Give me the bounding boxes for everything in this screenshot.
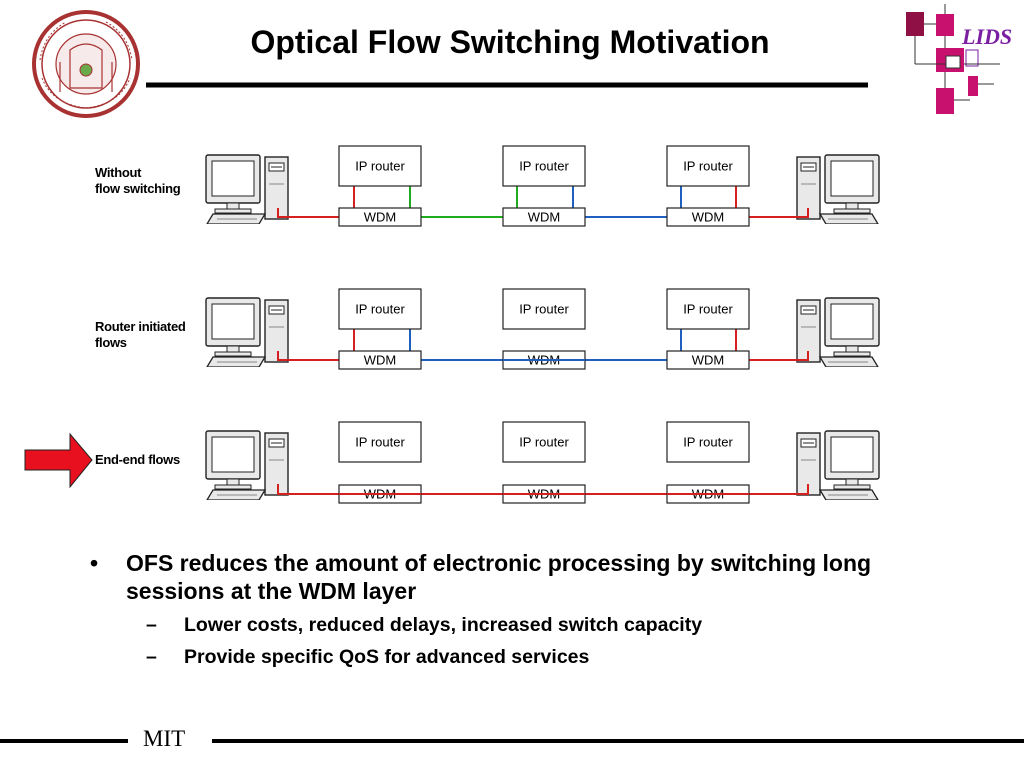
slide-title: Optical Flow Switching Motivation bbox=[250, 24, 770, 60]
row-label-line: End-end flows bbox=[95, 452, 180, 467]
ip-router-box: IP router bbox=[338, 421, 422, 463]
sub-bullet-item: – Lower costs, reduced delays, increased… bbox=[90, 613, 930, 637]
ip-router-box: IP router bbox=[502, 288, 586, 330]
wdm-box: WDM bbox=[502, 207, 586, 227]
ip-router-box-label: IP router bbox=[683, 302, 733, 317]
ip-router-box: IP router bbox=[666, 145, 750, 187]
wdm-box: WDM bbox=[338, 350, 422, 370]
red-link bbox=[277, 351, 339, 361]
sub-bullet-text: Provide specific QoS for advanced servic… bbox=[184, 646, 590, 668]
wdm-box: WDM bbox=[666, 207, 750, 227]
wdm-box-label: WDM bbox=[528, 210, 561, 225]
ip-router-box: IP router bbox=[502, 421, 586, 463]
computer-icon bbox=[205, 297, 289, 367]
sub-bullet-dash: – bbox=[146, 646, 157, 668]
bullet-dot: • bbox=[90, 550, 99, 576]
sub-bullet-text: Lower costs, reduced delays, increased s… bbox=[184, 614, 703, 636]
red-link bbox=[749, 208, 809, 218]
ip-router-box-label: IP router bbox=[519, 435, 569, 450]
row-label-line: Router initiated bbox=[95, 319, 186, 334]
row-label-line: flows bbox=[95, 335, 127, 350]
ip-router-box: IP router bbox=[666, 288, 750, 330]
lids-logo bbox=[906, 4, 1000, 114]
red-link bbox=[749, 351, 809, 361]
row-label-line: Without bbox=[95, 165, 142, 180]
computer-icon bbox=[796, 154, 880, 224]
sub-bullet-item: – Provide specific QoS for advanced serv… bbox=[90, 645, 930, 669]
footer-mit-text: MIT bbox=[143, 726, 186, 751]
ip-router-box-label: IP router bbox=[355, 159, 405, 174]
computer-icon bbox=[796, 297, 880, 367]
wdm-box: WDM bbox=[666, 350, 750, 370]
ip-router-box-label: IP router bbox=[683, 435, 733, 450]
ip-router-box: IP router bbox=[502, 145, 586, 187]
row-label-without-flow-switching: Without flow switching bbox=[95, 165, 181, 197]
sub-bullet-dash: – bbox=[146, 614, 157, 636]
ip-router-box: IP router bbox=[666, 421, 750, 463]
ip-router-box-label: IP router bbox=[355, 435, 405, 450]
wdm-box-label: WDM bbox=[692, 353, 725, 368]
row-label-end-end-flows: End-end flows bbox=[95, 452, 180, 468]
wdm-box-label: WDM bbox=[364, 210, 397, 225]
highlight-arrow bbox=[24, 432, 93, 489]
ip-router-box-label: IP router bbox=[355, 302, 405, 317]
computer-icon bbox=[205, 430, 289, 500]
bullet-list: • OFS reduces the amount of electronic p… bbox=[90, 549, 930, 669]
row-label-line: flow switching bbox=[95, 181, 181, 196]
wdm-box-label: WDM bbox=[364, 353, 397, 368]
ip-router-box-label: IP router bbox=[683, 159, 733, 174]
computer-icon bbox=[205, 154, 289, 224]
wdm-box-label: WDM bbox=[692, 210, 725, 225]
red-link bbox=[277, 208, 339, 218]
lids-logo-text: LIDS bbox=[962, 24, 1013, 49]
bullet-item: • OFS reduces the amount of electronic p… bbox=[90, 549, 930, 605]
bullet-text: OFS reduces the amount of electronic pro… bbox=[126, 550, 872, 604]
ip-router-box-label: IP router bbox=[519, 302, 569, 317]
mit-seal-logo bbox=[32, 10, 140, 118]
row-label-router-initiated-flows: Router initiated flows bbox=[95, 319, 186, 351]
computer-icon bbox=[796, 430, 880, 500]
ip-router-box: IP router bbox=[338, 145, 422, 187]
wdm-box: WDM bbox=[338, 207, 422, 227]
ip-router-box: IP router bbox=[338, 288, 422, 330]
ip-router-box-label: IP router bbox=[519, 159, 569, 174]
